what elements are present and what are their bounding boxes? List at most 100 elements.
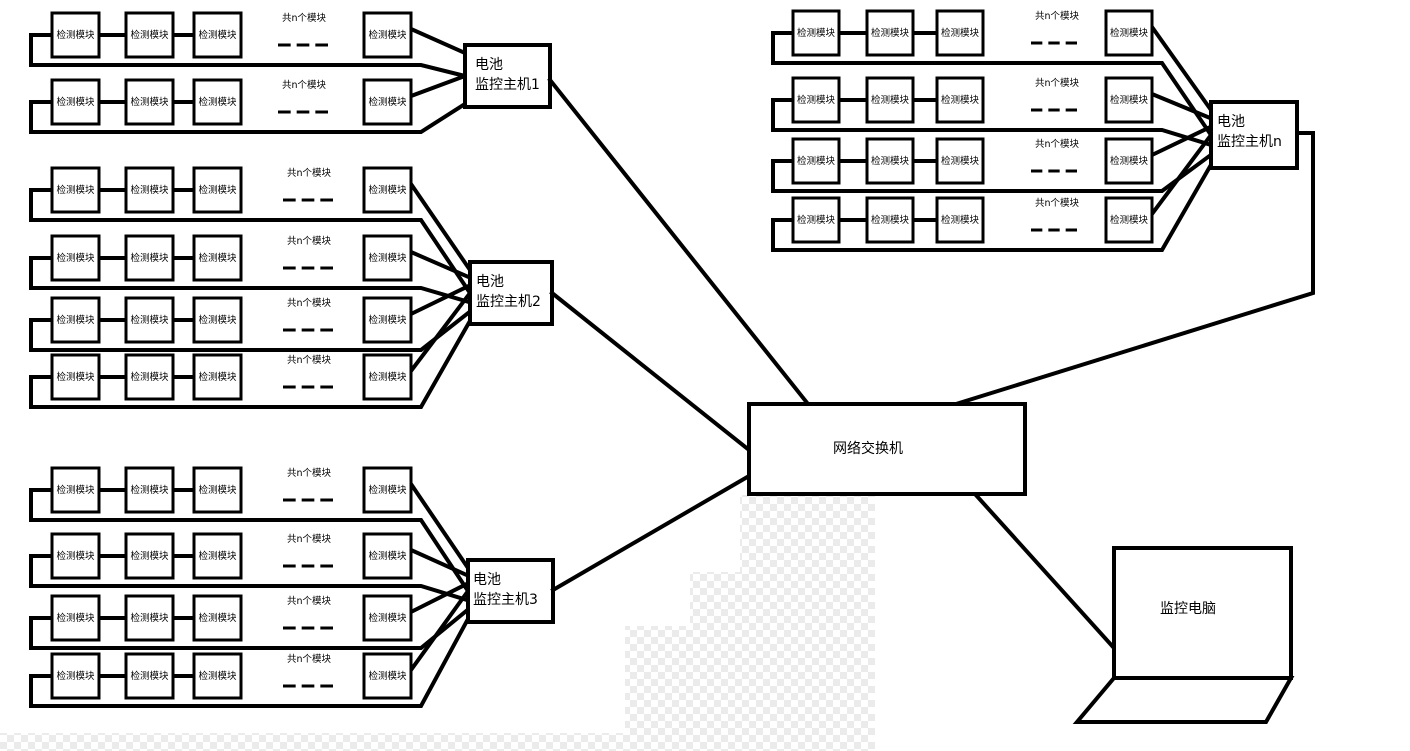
module-box xyxy=(1104,196,1154,244)
detection-module: 检测模块 xyxy=(50,532,101,580)
module-label: 检测模块 xyxy=(1110,155,1149,167)
host-link xyxy=(408,588,471,673)
module-label: 检测模块 xyxy=(368,29,407,41)
module-label: 检测模块 xyxy=(198,96,237,108)
module-string: 检测模块检测模块检测模块检测模块共n个模块 xyxy=(771,9,1214,137)
host-link xyxy=(408,26,468,56)
transparency-background xyxy=(0,495,875,751)
detection-module: 检测模块 xyxy=(935,9,985,57)
module-string: 检测模块检测模块检测模块检测模块共n个模块 xyxy=(29,234,473,305)
module-box xyxy=(50,234,101,282)
host-group-1: 检测模块检测模块检测模块检测模块共n个模块检测模块检测模块检测模块检测模块共n个… xyxy=(29,11,552,134)
module-box xyxy=(865,9,915,57)
module-label: 检测模块 xyxy=(56,670,95,682)
detection-module: 检测模块 xyxy=(935,76,985,124)
module-box xyxy=(1104,137,1154,185)
module-label: 检测模块 xyxy=(941,27,980,39)
module-box xyxy=(935,9,985,57)
module-box xyxy=(192,594,243,642)
detection-module: 检测模块 xyxy=(124,234,175,282)
module-box xyxy=(50,353,101,401)
detection-module: 检测模块 xyxy=(1104,137,1154,185)
detection-module: 检测模块 xyxy=(1104,196,1154,244)
module-box xyxy=(50,166,101,214)
host-label-line2: 监控主机3 xyxy=(473,592,538,608)
host-link xyxy=(1149,132,1214,217)
detection-module: 检测模块 xyxy=(865,137,915,185)
return-line xyxy=(29,617,470,708)
module-label: 检测模块 xyxy=(130,484,169,496)
module-label: 检测模块 xyxy=(1110,214,1149,226)
module-box xyxy=(124,532,175,580)
detection-module: 检测模块 xyxy=(124,532,175,580)
module-label: 检测模块 xyxy=(198,184,237,196)
module-box xyxy=(50,296,101,344)
module-box xyxy=(50,78,101,126)
host-label-line1: 电池 xyxy=(475,57,503,73)
module-label: 检测模块 xyxy=(368,670,407,682)
module-box xyxy=(124,11,175,59)
host-link xyxy=(1149,24,1214,113)
module-label: 检测模块 xyxy=(368,371,407,383)
module-box xyxy=(124,296,175,344)
detection-module: 检测模块 xyxy=(192,466,243,514)
module-count-label: 共n个模块 xyxy=(287,235,332,247)
link-host1-switch xyxy=(547,77,811,407)
detection-module: 检测模块 xyxy=(791,196,841,244)
module-count-label: 共n个模块 xyxy=(287,297,332,309)
return-line xyxy=(29,319,472,409)
detection-module: 检测模块 xyxy=(791,76,841,124)
module-box xyxy=(865,76,915,124)
module-box xyxy=(1104,76,1154,124)
host-box xyxy=(463,43,552,109)
detection-module: 检测模块 xyxy=(1104,76,1154,124)
host-link xyxy=(408,282,473,317)
module-label: 检测模块 xyxy=(56,29,95,41)
network-switch: 网络交换机 xyxy=(747,402,1027,496)
module-box xyxy=(362,78,413,126)
detection-module: 检测模块 xyxy=(192,532,243,580)
return-line xyxy=(771,163,1213,252)
module-string: 检测模块检测模块检测模块检测模块共n个模块 xyxy=(29,282,473,352)
module-count-label: 共n个模块 xyxy=(287,354,332,366)
module-string: 检测模块检测模块检测模块检测模块共n个模块 xyxy=(771,132,1214,252)
module-string: 检测模块检测模块检测模块检测模块共n个模块 xyxy=(29,588,471,708)
module-box xyxy=(124,78,175,126)
host-link xyxy=(1149,91,1214,121)
detection-module: 检测模块 xyxy=(192,78,243,126)
module-label: 检测模块 xyxy=(198,612,237,624)
detection-module: 检测模块 xyxy=(362,296,413,344)
module-box xyxy=(865,196,915,244)
module-count-label: 共n个模块 xyxy=(1035,77,1080,89)
link-host3-switch xyxy=(550,473,752,593)
module-label: 检测模块 xyxy=(56,184,95,196)
module-label: 检测模块 xyxy=(130,670,169,682)
module-box xyxy=(192,353,243,401)
module-box xyxy=(192,296,243,344)
module-string: 检测模块检测模块检测模块检测模块共n个模块 xyxy=(29,11,468,78)
link-host2-switch xyxy=(549,290,752,453)
module-label: 检测模块 xyxy=(198,670,237,682)
module-count-label: 共n个模块 xyxy=(287,167,332,179)
return-line xyxy=(29,490,470,593)
host-group-4: 检测模块检测模块检测模块检测模块共n个模块检测模块检测模块检测模块检测模块共n个… xyxy=(771,9,1299,252)
host-group-3: 检测模块检测模块检测模块检测模块共n个模块检测模块检测模块检测模块检测模块共n个… xyxy=(29,466,555,708)
module-label: 检测模块 xyxy=(1110,27,1149,39)
module-count-label: 共n个模块 xyxy=(287,533,332,545)
detection-module: 检测模块 xyxy=(192,594,243,642)
module-box xyxy=(124,594,175,642)
host-link xyxy=(1149,123,1214,158)
module-label: 检测模块 xyxy=(871,27,910,39)
module-label: 检测模块 xyxy=(130,96,169,108)
module-box xyxy=(50,11,101,59)
detection-module: 检测模块 xyxy=(362,652,413,700)
host-label-line1: 电池 xyxy=(473,572,501,588)
module-box xyxy=(192,652,243,700)
network-switch-label: 网络交换机 xyxy=(833,440,903,457)
detection-module: 检测模块 xyxy=(865,9,915,57)
module-box xyxy=(935,137,985,185)
module-box xyxy=(362,466,413,514)
module-box xyxy=(124,353,175,401)
